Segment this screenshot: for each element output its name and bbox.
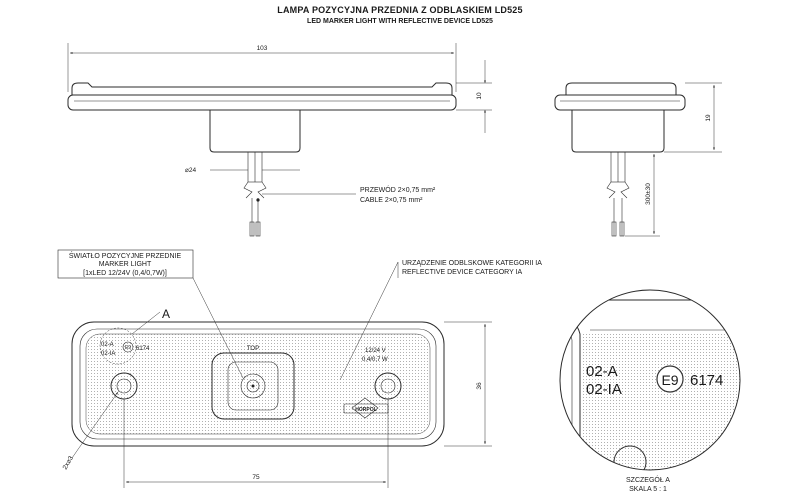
- dim-diameter: ⌀24: [185, 167, 197, 174]
- front-view: 02-A 02-IA E9 6174 TOP 12/24 V 0,4/0,7 W…: [62, 307, 492, 488]
- detail-approval-number: 6174: [690, 372, 723, 389]
- dim-overall-length: 103: [257, 45, 268, 52]
- cable-note-polish: PRZEWÓD 2×0,75 mm²: [360, 185, 436, 194]
- dim-flange-height: 10: [476, 92, 483, 100]
- front-brand: HORPOL: [355, 407, 376, 413]
- side-view: 19 300±30: [554, 82, 722, 237]
- detail-code-1: 02-A: [586, 363, 618, 380]
- marker-light-note: ŚWIATŁO POZYCYJNE PRZEDNIE MARKER LIGHT …: [57, 249, 244, 379]
- front-code-2: 02-IA: [101, 351, 115, 357]
- marker-note-line1: ŚWIATŁO POZYCYJNE PRZEDNIE: [69, 251, 182, 260]
- detail-marker-label: A: [162, 307, 170, 321]
- front-power: 0,4/0,7 W: [362, 357, 388, 363]
- dim-cable-length: 300±30: [645, 183, 652, 205]
- front-top-label: TOP: [247, 346, 259, 352]
- detail-caption-english: SKALA 5 : 1: [629, 486, 667, 493]
- front-approval-number: 6174: [136, 346, 150, 352]
- cable-note-english: CABLE 2×0,75 mm²: [360, 197, 423, 204]
- dim-front-height: 36: [476, 382, 483, 390]
- front-voltage: 12/24 V: [365, 348, 386, 354]
- reflector-note-english: REFLECTIVE DEVICE CATEGORY IA: [402, 269, 523, 276]
- dim-side-height: 19: [705, 114, 712, 122]
- detail-caption-polish: SZCZEGÓŁ A: [626, 475, 670, 484]
- front-code-1: 02-A: [101, 342, 114, 348]
- front-approval-mark: E9: [125, 345, 131, 351]
- detail-code-2: 02-IA: [586, 381, 622, 398]
- detail-approval-mark: E9: [661, 372, 678, 388]
- title-english: LED MARKER LIGHT WITH REFLECTIVE DEVICE …: [307, 18, 493, 25]
- marker-note-line2: MARKER LIGHT: [99, 261, 152, 268]
- title-polish: LAMPA POZYCYJNA PRZEDNIA Z ODBLASKIEM LD…: [277, 5, 522, 15]
- dim-front-width: 75: [252, 474, 260, 481]
- top-view: 103 10 ⌀24 PRZEWÓD 2×0,75 mm² CABLE 2×0,…: [67, 43, 492, 237]
- detail-view: 02-A 02-IA E9 6174 SZCZEGÓŁ A SKALA 5 : …: [559, 289, 741, 493]
- dim-hole: 2x⌀3: [62, 455, 75, 471]
- reflector-note-polish: URZĄDZENIE ODBLSKOWE KATEGORII IA: [402, 260, 542, 267]
- marker-note-line3: [1xLED 12/24V (0,4/0,7W)]: [83, 270, 167, 277]
